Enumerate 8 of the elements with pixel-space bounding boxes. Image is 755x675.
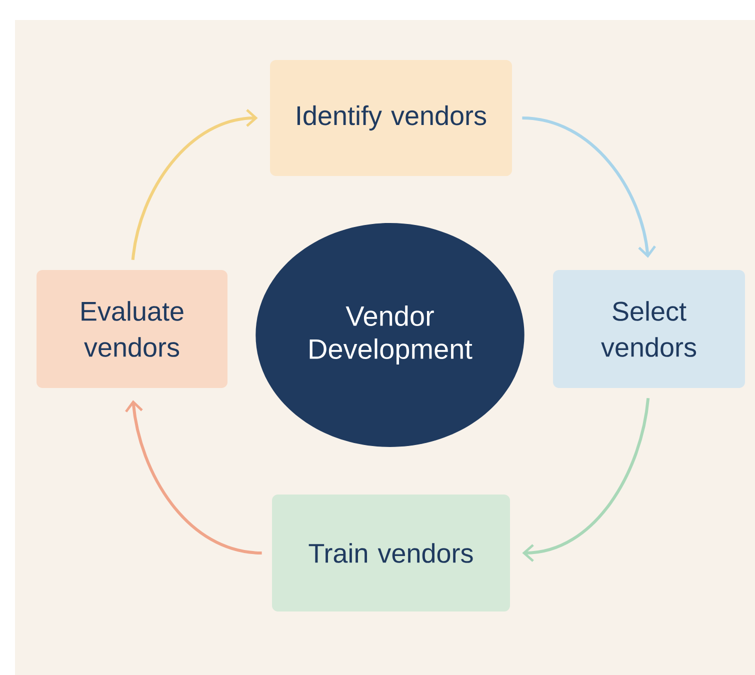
process-box: Select vendors — [553, 270, 745, 388]
process-box: Evaluate vendors — [36, 270, 228, 388]
process-box: Identify vendors — [270, 60, 512, 176]
arrow — [131, 109, 258, 260]
process-box: Train vendors — [272, 494, 510, 612]
arrow — [125, 400, 262, 554]
arrow — [522, 116, 656, 258]
arrow — [522, 398, 650, 562]
